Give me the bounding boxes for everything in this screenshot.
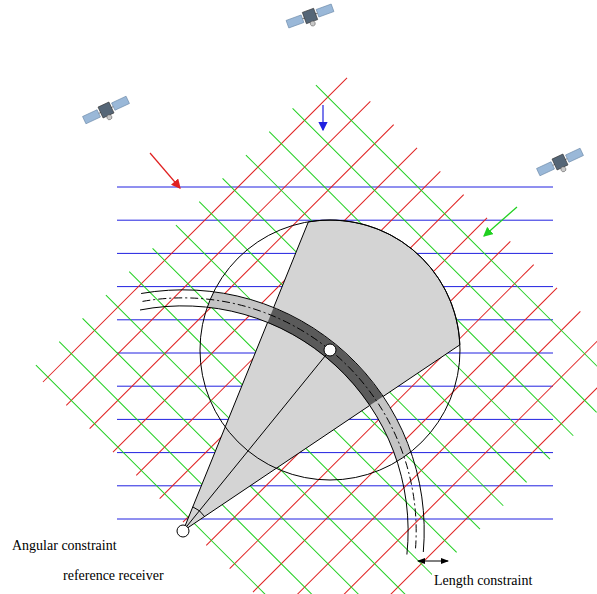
antenna bbox=[310, 20, 316, 26]
receiver-point bbox=[177, 525, 189, 537]
wavefront-line bbox=[117, 452, 553, 453]
annotation-label: Length constraint bbox=[432, 573, 534, 589]
antenna bbox=[560, 166, 567, 173]
satellite-icon bbox=[285, 2, 336, 34]
angular-wedge bbox=[183, 220, 460, 531]
baseline-ray bbox=[183, 350, 330, 531]
signal-arrow bbox=[150, 153, 180, 188]
search-circle bbox=[200, 220, 460, 480]
angle-arc bbox=[193, 507, 205, 517]
satellite-body bbox=[552, 154, 568, 170]
annotation-label: Angular constraint bbox=[10, 538, 119, 554]
signal-arrow bbox=[484, 207, 517, 236]
satellite-icon bbox=[536, 146, 586, 181]
baseline-arc bbox=[143, 298, 417, 551]
solar-panel bbox=[566, 148, 584, 162]
antenna bbox=[106, 114, 113, 121]
solar-panel bbox=[537, 162, 555, 176]
signal-arrow bbox=[322, 105, 323, 130]
band-edge bbox=[141, 290, 424, 552]
satellites bbox=[82, 2, 586, 182]
annotation-label: reference receiver bbox=[61, 568, 166, 584]
green-wavefronts bbox=[36, 85, 597, 594]
satellite-body bbox=[302, 8, 317, 23]
satellite-body bbox=[98, 102, 114, 118]
solar-panel bbox=[112, 96, 130, 110]
satellite-icon bbox=[82, 94, 132, 129]
solar-panel bbox=[316, 4, 334, 17]
solar-panel bbox=[83, 110, 101, 124]
wavefront-line bbox=[117, 187, 553, 188]
wavefront-line bbox=[117, 519, 553, 520]
solar-panel bbox=[286, 15, 304, 28]
dimension-arrow bbox=[418, 561, 448, 562]
band-edge bbox=[140, 306, 408, 555]
target-point bbox=[324, 344, 336, 356]
wavefront-line bbox=[117, 485, 553, 486]
